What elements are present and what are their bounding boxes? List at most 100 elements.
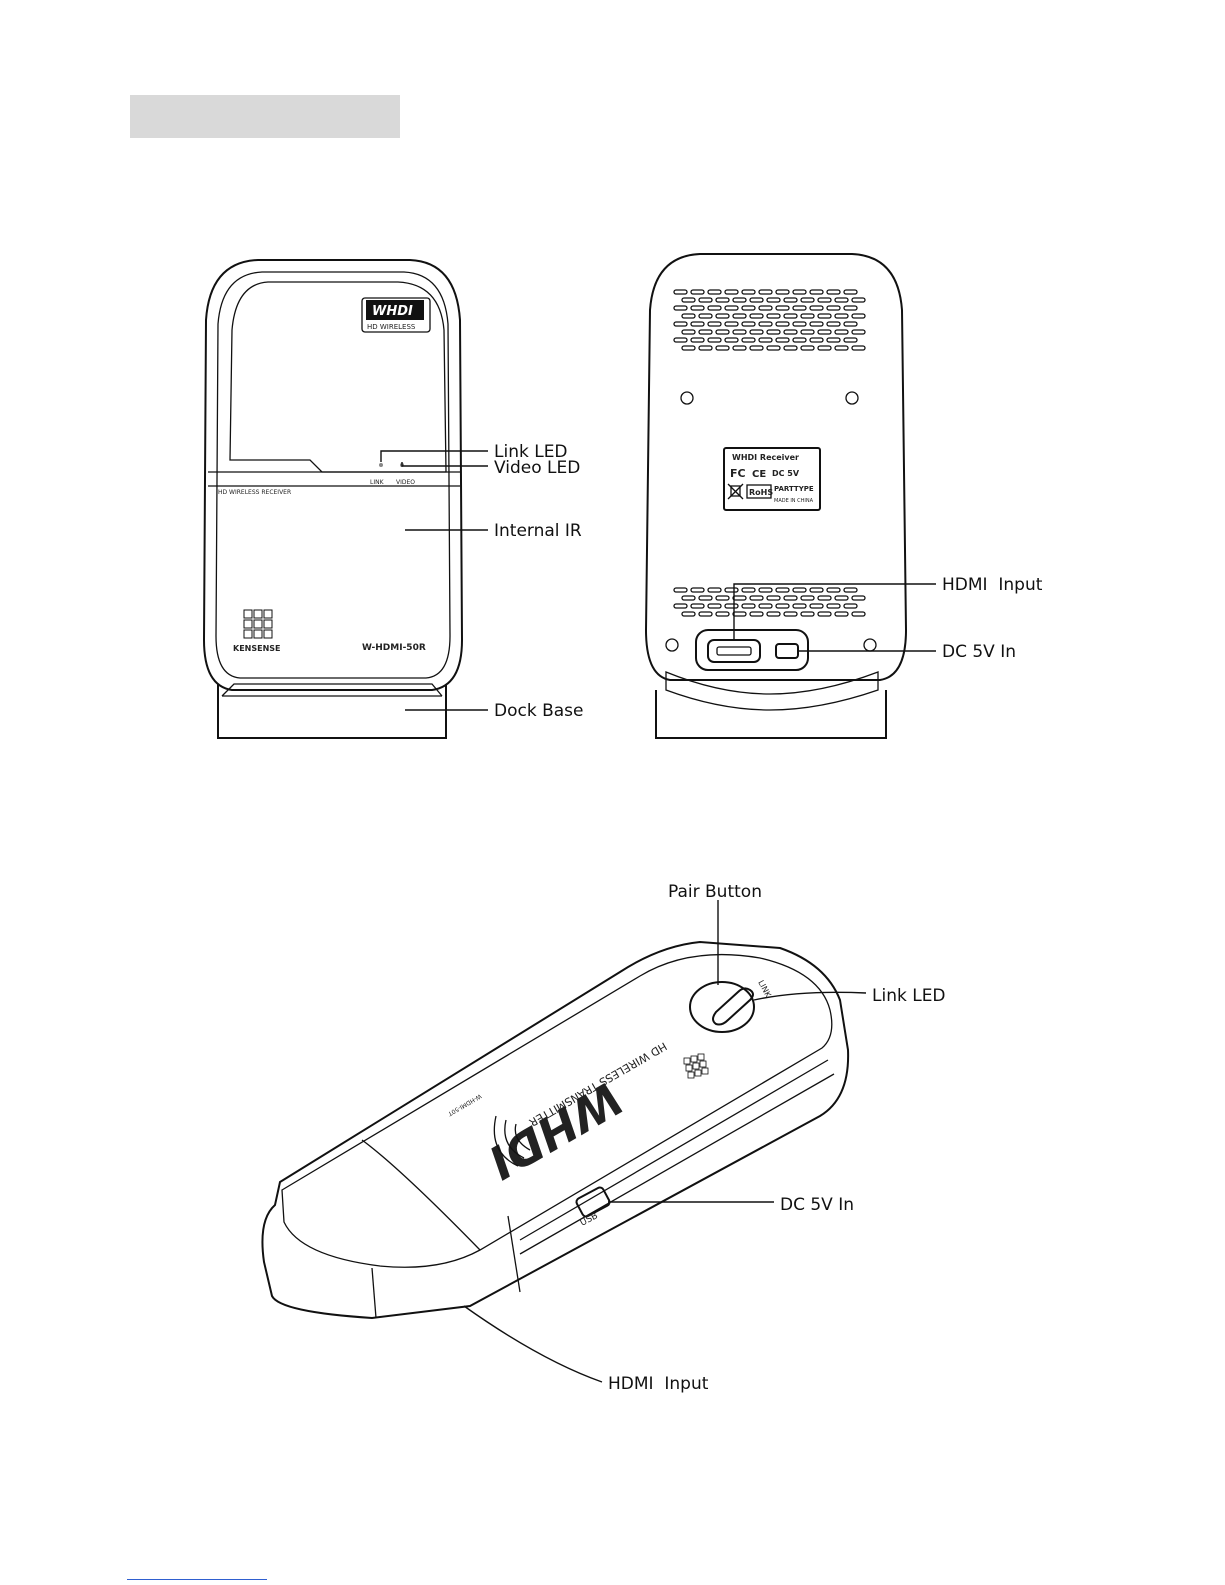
vent-slot (708, 338, 721, 342)
vent-slot (835, 612, 848, 616)
vent-slot (742, 322, 755, 326)
vent-slot (691, 338, 704, 342)
vent-slot (801, 330, 814, 334)
vent-slot (682, 612, 695, 616)
vent-slot (733, 596, 746, 600)
callout-video-led: Video LED (494, 458, 580, 478)
back-label-title: WHDI Receiver (732, 453, 799, 462)
vent-slot (699, 298, 712, 302)
vent-slot (733, 346, 746, 350)
vent-slot (716, 298, 729, 302)
vent-slot (708, 588, 721, 592)
vent-slot (674, 338, 687, 342)
vent-slot (784, 596, 797, 600)
vent-slot (784, 330, 797, 334)
tx-logo: WHDI (479, 1070, 631, 1189)
vent-slot (725, 338, 738, 342)
vent-slot (699, 314, 712, 318)
vent-slot (776, 290, 789, 294)
vent-slot (844, 588, 857, 592)
vent-slot (759, 588, 772, 592)
tx-keypad-icon (684, 1054, 708, 1078)
back-label-made: MADE IN CHINA (774, 498, 814, 504)
vent-slot (810, 338, 823, 342)
vent-slot (844, 306, 857, 310)
vent-slot (827, 290, 840, 294)
vent-slot (742, 604, 755, 608)
vent-slot (682, 596, 695, 600)
vent-slot (810, 588, 823, 592)
vent-slot (708, 290, 721, 294)
receiver-front-view: WHDI HD WIRELESS LINK VIDEO HD WIRELESS … (204, 260, 462, 738)
vent-slot (827, 588, 840, 592)
vent-slot (708, 322, 721, 326)
vent-slot (767, 314, 780, 318)
vent-slot (827, 306, 840, 310)
vent-slot (725, 306, 738, 310)
callout-dock-base: Dock Base (494, 701, 583, 721)
receiver-video-text: VIDEO (396, 479, 415, 486)
back-label-dc: DC 5V (772, 469, 800, 478)
vent-slot (784, 346, 797, 350)
vent-slot (784, 298, 797, 302)
vent-slot (852, 298, 865, 302)
vent-slot (750, 298, 763, 302)
vent-slot (682, 298, 695, 302)
callout-hdmi-input: HDMI Input (942, 575, 1043, 595)
vent-slot (852, 612, 865, 616)
vent-slot (801, 596, 814, 600)
callout-tx-link-led: Link LED (872, 986, 946, 1006)
vent-slot (844, 338, 857, 342)
vent-slot (810, 322, 823, 326)
vent-slot (767, 298, 780, 302)
vent-slot (767, 346, 780, 350)
vent-slot (776, 306, 789, 310)
vent-slot (691, 588, 704, 592)
vent-slot (716, 330, 729, 334)
vent-slot (742, 306, 755, 310)
vent-slot (852, 346, 865, 350)
vent-slot (818, 346, 831, 350)
back-label-part: PARTTYPE (774, 485, 814, 493)
vent-slot (674, 588, 687, 592)
keypad-logo-icon (244, 610, 272, 638)
vent-slot (691, 322, 704, 326)
vent-slot (835, 314, 848, 318)
vent-slot (691, 290, 704, 294)
vent-slot (827, 322, 840, 326)
receiver-logo: WHDI (372, 304, 413, 319)
vent-slot (776, 604, 789, 608)
vent-slot (742, 290, 755, 294)
vent-slot (674, 306, 687, 310)
vent-slot (776, 338, 789, 342)
vent-slot (708, 306, 721, 310)
vent-slot (725, 322, 738, 326)
callout-internal-ir: Internal IR (494, 521, 582, 541)
vent-slot (716, 596, 729, 600)
vent-slot (793, 290, 806, 294)
receiver-side-text: HD WIRELESS RECEIVER (218, 489, 291, 496)
vent-slot (835, 298, 848, 302)
vent-slot (852, 314, 865, 318)
vent-slot (810, 290, 823, 294)
vent-slot (725, 588, 738, 592)
vent-slot (759, 338, 772, 342)
vent-slot (818, 330, 831, 334)
back-label-ce: CE (752, 469, 766, 480)
vent-slot (733, 330, 746, 334)
vent-slot (784, 314, 797, 318)
callout-tx-hdmi-input: HDMI Input (608, 1374, 709, 1394)
vent-slot (801, 314, 814, 318)
vent-slot (716, 612, 729, 616)
vent-slot (852, 330, 865, 334)
vent-slot (776, 322, 789, 326)
receiver-link-text: LINK (370, 479, 385, 486)
vent-slot (682, 346, 695, 350)
vent-slot (674, 290, 687, 294)
callout-tx-dc-in: DC 5V In (780, 1195, 854, 1215)
vent-slot (810, 306, 823, 310)
vent-slot (844, 290, 857, 294)
callout-pair-button: Pair Button (668, 882, 762, 902)
vent-slot (793, 322, 806, 326)
